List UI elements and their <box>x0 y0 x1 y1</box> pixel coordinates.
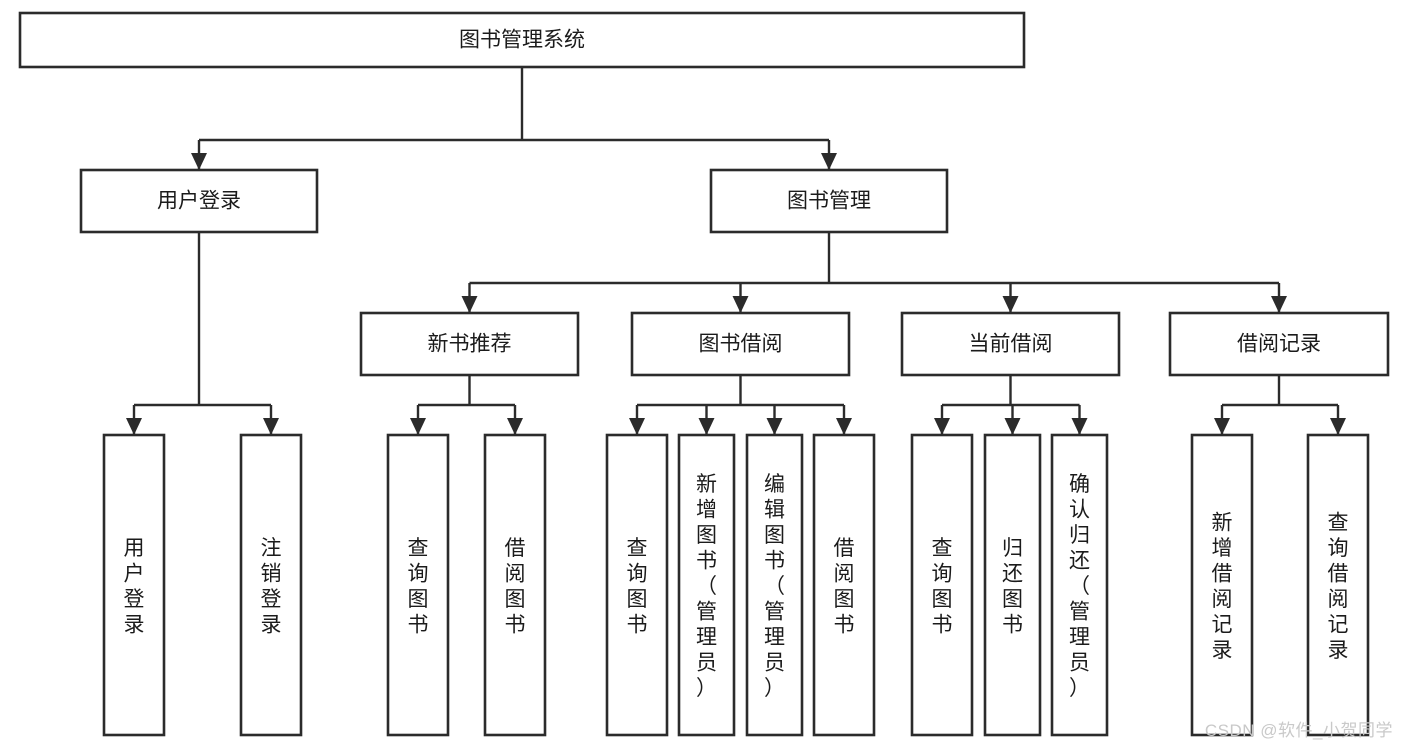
node-box-leaf-cu-query[interactable] <box>910 433 974 737</box>
node-leaf-br-borrow[interactable]: 借阅图书 <box>812 433 876 737</box>
arrow-head-icon <box>1002 296 1019 313</box>
node-label-leaf-cu-confirm: 确认归还（管理员） <box>1069 473 1090 700</box>
node-label-leaf-br-edit: 编辑图书（管理员） <box>764 473 785 700</box>
node-label-leaf-cu-return: 归还图书 <box>1002 536 1023 636</box>
node-leaf-nb-borrow[interactable]: 借阅图书 <box>483 433 547 737</box>
arrow-head-icon <box>126 418 142 435</box>
node-label-leaf-br-add: 新增图书（管理员） <box>696 473 717 700</box>
node-box-leaf-rc-query[interactable] <box>1306 433 1370 737</box>
node-label-borrow: 图书借阅 <box>699 333 783 356</box>
node-box-leaf-cu-return[interactable] <box>983 433 1042 737</box>
arrow-head-icon <box>410 418 426 435</box>
node-box-leaf-br-edit[interactable] <box>745 433 804 737</box>
connector-group-borrow <box>629 375 852 435</box>
arrow-head-icon <box>507 418 523 435</box>
node-leaf-br-query[interactable]: 查询图书 <box>605 433 669 737</box>
node-box-leaf-nb-borrow[interactable] <box>483 433 547 737</box>
connector-group-newbook <box>410 375 523 435</box>
node-leaf-br-add[interactable]: 新增图书（管理员） <box>677 433 736 737</box>
node-label-leaf-rc-query: 查询借阅记录 <box>1328 511 1349 662</box>
arrow-head-icon <box>1214 418 1230 435</box>
node-box-leaf-rc-add[interactable] <box>1190 433 1254 737</box>
node-label-records: 借阅记录 <box>1237 333 1321 356</box>
arrow-head-icon <box>1271 296 1287 313</box>
node-newbook[interactable]: 新书推荐 <box>359 311 580 377</box>
node-leaf-cu-confirm[interactable]: 确认归还（管理员） <box>1050 433 1109 737</box>
arrow-head-icon <box>1330 418 1346 435</box>
node-layer: 图书管理系统用户登录图书管理新书推荐图书借阅当前借阅借阅记录用户登录注销登录查询… <box>18 11 1390 737</box>
node-box-leaf-br-query[interactable] <box>605 433 669 737</box>
node-label-leaf-rc-add: 新增借阅记录 <box>1212 511 1233 662</box>
arrow-head-icon <box>1004 418 1021 435</box>
connector-group-root <box>191 67 837 170</box>
node-leaf-rc-query[interactable]: 查询借阅记录 <box>1306 433 1370 737</box>
arrow-head-icon <box>698 418 715 435</box>
node-leaf-user-login[interactable]: 用户登录 <box>102 433 166 737</box>
node-label-leaf-cu-query: 查询图书 <box>932 536 953 636</box>
node-label-login: 用户登录 <box>157 190 241 213</box>
node-leaf-cu-query[interactable]: 查询图书 <box>910 433 974 737</box>
arrow-head-icon <box>461 296 478 313</box>
node-label-leaf-nb-borrow: 借阅图书 <box>505 536 526 636</box>
node-box-leaf-nb-query[interactable] <box>386 433 450 737</box>
node-box-records[interactable] <box>1168 311 1390 377</box>
node-leaf-cu-return[interactable]: 归还图书 <box>983 433 1042 737</box>
node-box-login[interactable] <box>79 168 319 234</box>
node-login[interactable]: 用户登录 <box>79 168 319 234</box>
connector-group-current <box>934 375 1088 435</box>
node-label-leaf-nb-query: 查询图书 <box>408 536 429 636</box>
connector-group-records <box>1214 375 1346 435</box>
node-label-current: 当前借阅 <box>969 333 1053 356</box>
arrow-head-icon <box>732 296 749 313</box>
node-current[interactable]: 当前借阅 <box>900 311 1121 377</box>
arrow-head-icon <box>1071 418 1088 435</box>
node-label-root: 图书管理系统 <box>459 29 585 52</box>
node-box-root[interactable] <box>18 11 1026 69</box>
node-box-leaf-br-borrow[interactable] <box>812 433 876 737</box>
node-box-leaf-cu-confirm[interactable] <box>1050 433 1109 737</box>
arrow-head-icon <box>821 153 837 170</box>
node-label-leaf-br-borrow: 借阅图书 <box>834 536 855 636</box>
node-leaf-rc-add[interactable]: 新增借阅记录 <box>1190 433 1254 737</box>
connector-layer <box>126 67 1346 435</box>
node-box-borrow[interactable] <box>630 311 851 377</box>
arrow-head-icon <box>191 153 207 170</box>
node-box-newbook[interactable] <box>359 311 580 377</box>
arrow-head-icon <box>629 418 645 435</box>
node-bookmgmt[interactable]: 图书管理 <box>709 168 949 234</box>
node-box-leaf-br-add[interactable] <box>677 433 736 737</box>
arrow-head-icon <box>766 418 783 435</box>
node-label-leaf-logout: 注销登录 <box>261 536 282 636</box>
node-box-leaf-logout[interactable] <box>239 433 303 737</box>
node-label-newbook: 新书推荐 <box>428 333 512 356</box>
arrow-head-icon <box>836 418 852 435</box>
node-leaf-br-edit[interactable]: 编辑图书（管理员） <box>745 433 804 737</box>
node-label-leaf-user-login: 用户登录 <box>124 536 145 636</box>
node-box-current[interactable] <box>900 311 1121 377</box>
node-borrow[interactable]: 图书借阅 <box>630 311 851 377</box>
connector-group-bookmgmt <box>461 232 1287 313</box>
node-root[interactable]: 图书管理系统 <box>18 11 1026 69</box>
node-records[interactable]: 借阅记录 <box>1168 311 1390 377</box>
node-label-bookmgmt: 图书管理 <box>787 190 871 213</box>
csdn-watermark: CSDN @软件_小贺同学 <box>1204 721 1393 740</box>
node-leaf-nb-query[interactable]: 查询图书 <box>386 433 450 737</box>
arrow-head-icon <box>934 418 950 435</box>
connector-group-login <box>126 232 279 435</box>
node-box-bookmgmt[interactable] <box>709 168 949 234</box>
node-box-leaf-user-login[interactable] <box>102 433 166 737</box>
node-leaf-logout[interactable]: 注销登录 <box>239 433 303 737</box>
arrow-head-icon <box>263 418 279 435</box>
node-label-leaf-br-query: 查询图书 <box>627 536 648 636</box>
